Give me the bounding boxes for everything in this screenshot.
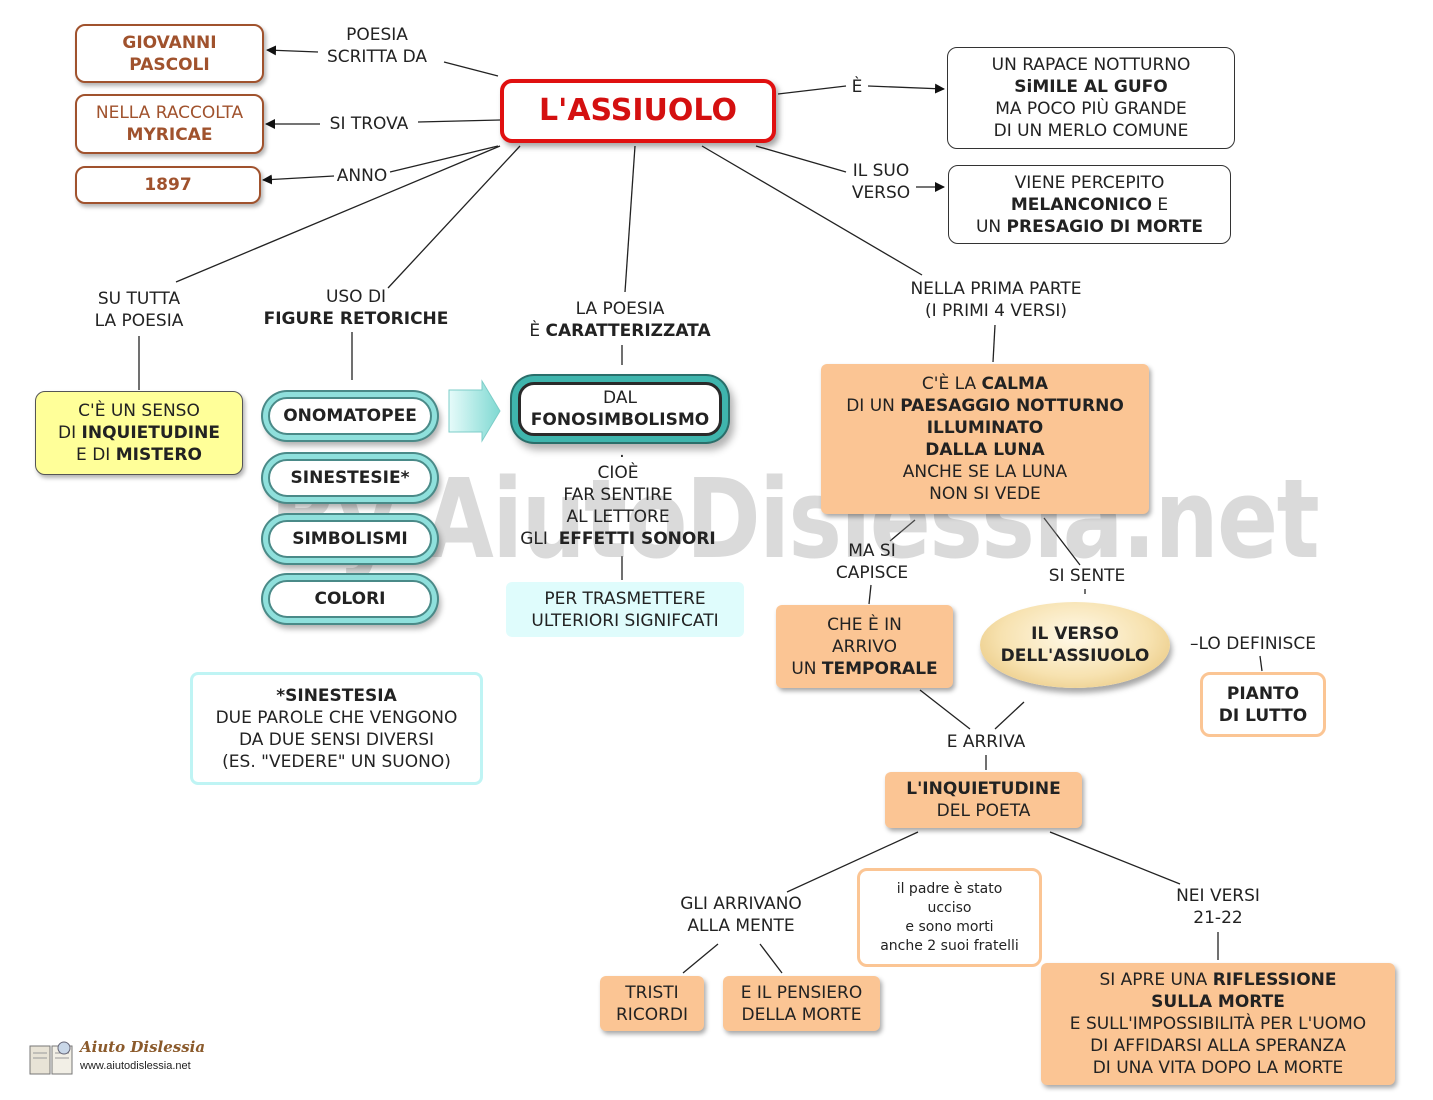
aiutodislessia-logo: Aiuto Dislessia www.aiutodislessia.net xyxy=(28,1038,218,1082)
edge-label-anno: ANNO xyxy=(336,166,388,186)
edge-label-cioe: CIOÈ FAR SENTIRE AL LETTORE GLI EFFETTI … xyxy=(520,463,716,549)
sinestesia-note: *SINESTESIA DUE PAROLE CHE VENGONO DA DU… xyxy=(190,672,483,785)
teal-arrow-icon xyxy=(448,379,501,443)
title-node: L'ASSIUOLO xyxy=(500,79,776,143)
edge-label-arriva: E ARRIVA xyxy=(946,732,1026,752)
dot-mark: · xyxy=(619,447,625,467)
edge-label-prima-parte: NELLA PRIMA PARTE(I PRIMI 4 VERSI) xyxy=(910,279,1082,321)
book-icon xyxy=(29,1041,73,1075)
mystery-node: C'È UN SENSO DI INQUIETUDINE E DI MISTER… xyxy=(35,391,243,475)
figure-sinestesie: SINESTESIE* xyxy=(268,459,432,497)
bird-node: UN RAPACE NOTTURNO SiMILE AL GUFO MA POC… xyxy=(947,47,1235,149)
edge-label-e: È xyxy=(851,77,863,97)
edge-label-si-sente: SI SENTE xyxy=(1048,566,1126,586)
figure-onomatopee: ONOMATOPEE xyxy=(268,397,432,435)
padre-note: il padre è stato ucciso e sono morti anc… xyxy=(857,868,1042,967)
storm-node: CHE È IN ARRIVO UN TEMPORALE xyxy=(776,605,953,688)
edge-label-si-trova: SI TROVA xyxy=(329,114,409,134)
figure-colori: COLORI xyxy=(268,580,432,618)
logo-url: www.aiutodislessia.net xyxy=(80,1060,191,1072)
figure-simbolismi: SIMBOLISMI xyxy=(268,520,432,558)
page-title: L'ASSIUOLO xyxy=(539,93,737,128)
edge-label-caratterizzata: LA POESIA È CARATTERIZZATA xyxy=(529,299,711,341)
logo-name: Aiuto Dislessia xyxy=(80,1038,206,1056)
riflessione-node: SI APRE UNA RIFLESSIONE SULLA MORTE E SU… xyxy=(1041,963,1395,1085)
calm-node: C'È LA CALMA DI UN PAESAGGIO NOTTURNO IL… xyxy=(821,364,1149,514)
edge-label-definisce: –LO DEFINISCE xyxy=(1190,634,1316,654)
verse-perception-node: VIENE PERCEPITO MELANCONICO E UN PRESAGI… xyxy=(948,165,1231,244)
year-node: 1897 xyxy=(75,166,261,204)
